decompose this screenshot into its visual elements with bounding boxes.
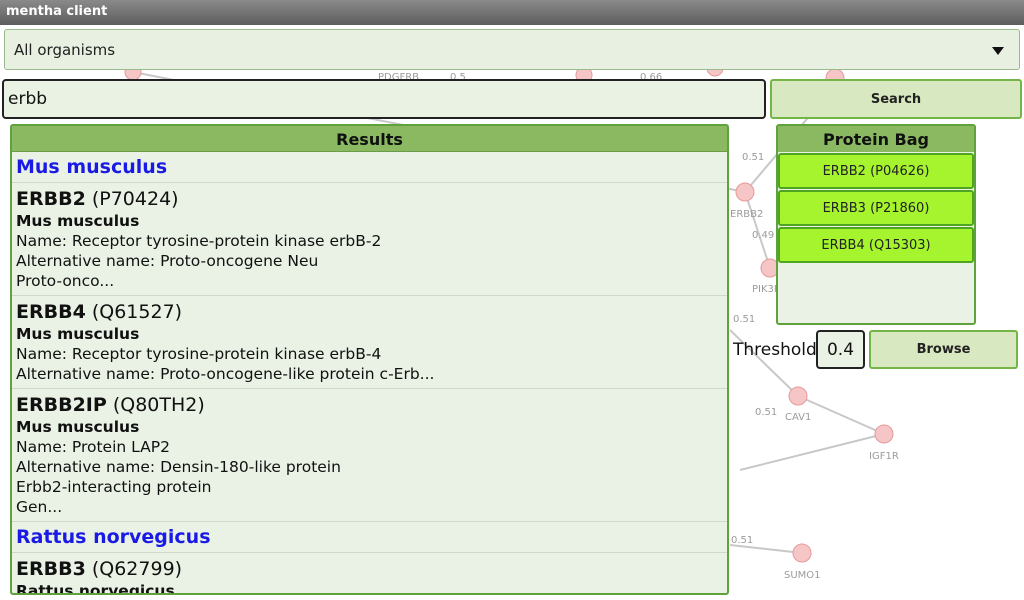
graph-node-label: PDGFRB <box>378 72 419 83</box>
graph-node-cav1[interactable] <box>788 386 808 406</box>
organism-group-heading: Rattus norvegicus <box>12 522 727 553</box>
result-gene: ERBB2IP <box>16 394 107 416</box>
result-accession: (Q62799) <box>91 558 183 580</box>
result-detail: Name: Protein LAP2 <box>16 438 170 456</box>
chevron-down-icon <box>992 47 1004 55</box>
graph-node-label: IGF1R <box>869 451 899 462</box>
result-organism: Mus musculus <box>16 325 140 343</box>
graph-edge <box>729 329 799 397</box>
result-detail: Name: Receptor tyrosine-protein kinase e… <box>16 232 382 250</box>
graph-node-sumo1[interactable] <box>792 543 812 563</box>
protein-bag-item[interactable]: ERBB4 (Q15303) <box>778 227 974 263</box>
organism-select-value: All organisms <box>14 41 116 59</box>
result-detail: Alternative name: Densin-180-like protei… <box>16 458 341 476</box>
results-header: Results <box>12 126 727 152</box>
graph-edge <box>729 544 803 554</box>
result-organism: Mus musculus <box>16 212 140 230</box>
organism-group-heading: Mus musculus <box>12 152 727 183</box>
graph-edge-label: 0.51 <box>733 314 755 325</box>
graph-edge-label: 0.51 <box>755 407 777 418</box>
graph-node-label: PIK3R <box>752 284 781 295</box>
threshold-input[interactable] <box>816 330 865 369</box>
result-detail: Alternative name: Proto-oncogene-like pr… <box>16 365 435 383</box>
graph-node-label: ERBB2 <box>730 209 763 220</box>
result-gene: ERBB4 <box>16 301 86 323</box>
result-detail: Erbb2-interacting protein <box>16 478 212 496</box>
protein-bag-panel: Protein Bag ERBB2 (P04626) ERBB3 (P21860… <box>776 124 976 325</box>
graph-edge-label: 0.66 <box>640 72 662 83</box>
graph-edge-label: 0.51 <box>731 535 753 546</box>
graph-edge <box>797 395 885 435</box>
result-item[interactable]: ERBB2 (P70424) Mus musculus Name: Recept… <box>12 183 727 296</box>
results-panel[interactable]: Results Mus musculus ERBB2 (P70424) Mus … <box>10 124 729 595</box>
result-detail: Proto-onco... <box>16 272 115 290</box>
protein-bag-item[interactable]: ERBB2 (P04626) <box>778 153 974 189</box>
graph-node-igf1r[interactable] <box>874 424 894 444</box>
graph-node-label: CAV1 <box>785 412 811 423</box>
result-item[interactable]: ERBB2IP (Q80TH2) Mus musculus Name: Prot… <box>12 389 727 522</box>
organism-select[interactable]: All organisms <box>4 29 1020 70</box>
result-gene: ERBB3 <box>16 558 86 580</box>
result-gene: ERBB2 <box>16 188 86 210</box>
threshold-label: Threshold <box>733 340 817 360</box>
graph-edge <box>739 433 885 471</box>
browse-button[interactable]: Browse <box>869 330 1018 369</box>
graph-edge <box>744 191 771 269</box>
graph-edge-label: 0.49 <box>752 230 774 241</box>
result-detail: Alternative name: Proto-oncogene Neu <box>16 252 319 270</box>
result-detail: Gen... <box>16 498 63 516</box>
graph-node-erbb2[interactable] <box>735 182 755 202</box>
result-item[interactable]: ERBB3 (Q62799) Rattus norvegicus <box>12 553 727 595</box>
app-title-bar: mentha client <box>0 0 1024 25</box>
result-detail: Name: Receptor tyrosine-protein kinase e… <box>16 345 382 363</box>
result-organism: Mus musculus <box>16 418 140 436</box>
result-accession: (P70424) <box>91 188 179 210</box>
graph-edge-label: 0.51 <box>742 152 764 163</box>
result-accession: (Q80TH2) <box>112 394 205 416</box>
app-title: mentha client <box>6 4 108 19</box>
search-input[interactable] <box>2 79 766 119</box>
protein-bag-item[interactable]: ERBB3 (P21860) <box>778 190 974 226</box>
graph-edge-label: 0.5 <box>450 72 466 83</box>
result-accession: (Q61527) <box>91 301 183 323</box>
result-item[interactable]: ERBB4 (Q61527) Mus musculus Name: Recept… <box>12 296 727 389</box>
search-button[interactable]: Search <box>770 79 1022 119</box>
graph-node-label: SUMO1 <box>784 570 821 581</box>
result-organism: Rattus norvegicus <box>16 582 175 595</box>
protein-bag-header: Protein Bag <box>778 126 974 152</box>
